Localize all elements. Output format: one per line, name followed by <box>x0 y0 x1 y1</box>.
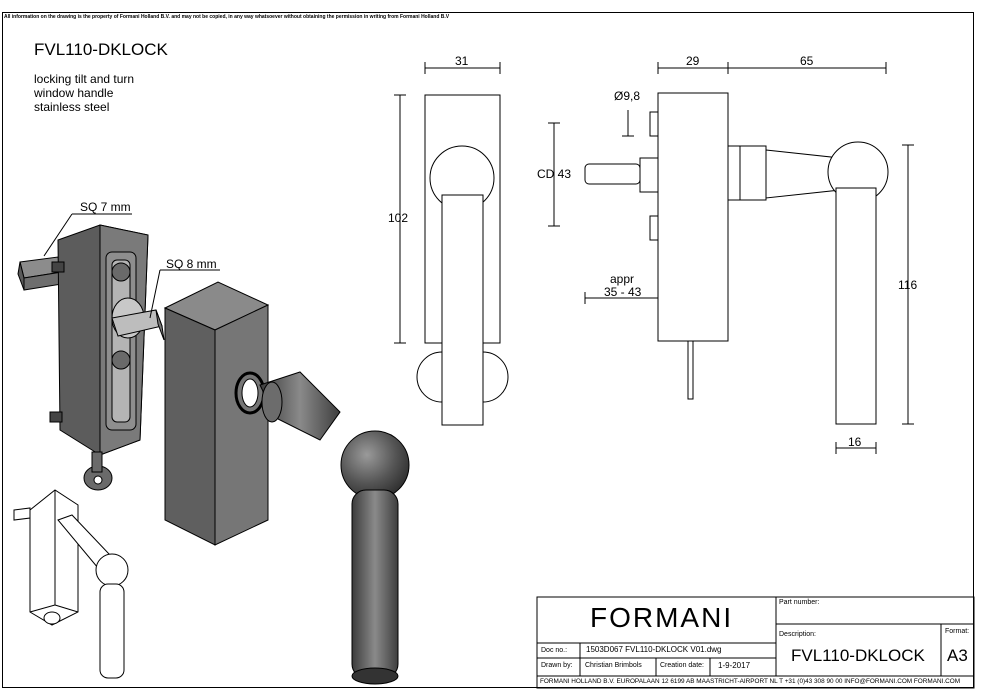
drawing-description: locking tilt and turn window handle stai… <box>34 72 134 114</box>
doc-no-value: 1503D067 FVL110-DKLOCK V01.dwg <box>586 645 722 654</box>
part-number-label: Part number: <box>779 599 820 606</box>
description-line: window handle <box>34 86 114 100</box>
dim-grip-width: 16 <box>848 435 862 449</box>
description-label: Description: <box>779 631 816 638</box>
formani-logo: FORMANI <box>590 602 734 633</box>
dim-base-depth: 29 <box>686 54 700 68</box>
creation-date-label: Creation date: <box>660 662 704 669</box>
copyright-notice: All information on the drawing is the pr… <box>4 14 450 20</box>
callout-sq7: SQ 7 mm <box>80 200 131 214</box>
dim-appr-label: appr <box>610 272 635 286</box>
description-line: stainless steel <box>34 100 110 114</box>
handle-block-3d <box>163 281 410 685</box>
callout-sq8: SQ 8 mm <box>166 257 217 271</box>
dim-diameter: Ø9,8 <box>614 89 641 103</box>
format-value: A3 <box>947 646 968 665</box>
drawn-by-value: Christian Brimbols <box>585 662 642 669</box>
dimension-lines <box>43 62 914 454</box>
drawn-by-label: Drawn by: <box>541 662 573 669</box>
doc-no-label: Doc no.: <box>541 647 568 654</box>
front-view <box>416 94 509 426</box>
drawing-title: FVL110-DKLOCK <box>34 40 168 59</box>
dim-handle-height: 116 <box>898 278 918 292</box>
drawing-frame <box>2 12 974 688</box>
format-label: Format: <box>945 628 970 635</box>
dim-handle-reach: 65 <box>800 54 814 68</box>
title-block-description: FVL110-DKLOCK <box>791 646 925 665</box>
assembled-view-3d <box>13 489 129 679</box>
title-block-lines <box>536 596 975 689</box>
dim-center-distance: CD 43 <box>537 167 572 181</box>
dim-appr-range: 35 - 43 <box>604 285 642 299</box>
dim-front-height: 102 <box>388 211 409 225</box>
description-line: locking tilt and turn <box>34 72 135 86</box>
side-view <box>584 92 889 425</box>
creation-date-value: 1-9-2017 <box>718 661 751 670</box>
lock-base-3d <box>17 224 165 491</box>
footer-address: FORMANI HOLLAND B.V. EUROPALAAN 12 6199 … <box>540 678 961 685</box>
dim-front-width: 31 <box>455 54 469 68</box>
